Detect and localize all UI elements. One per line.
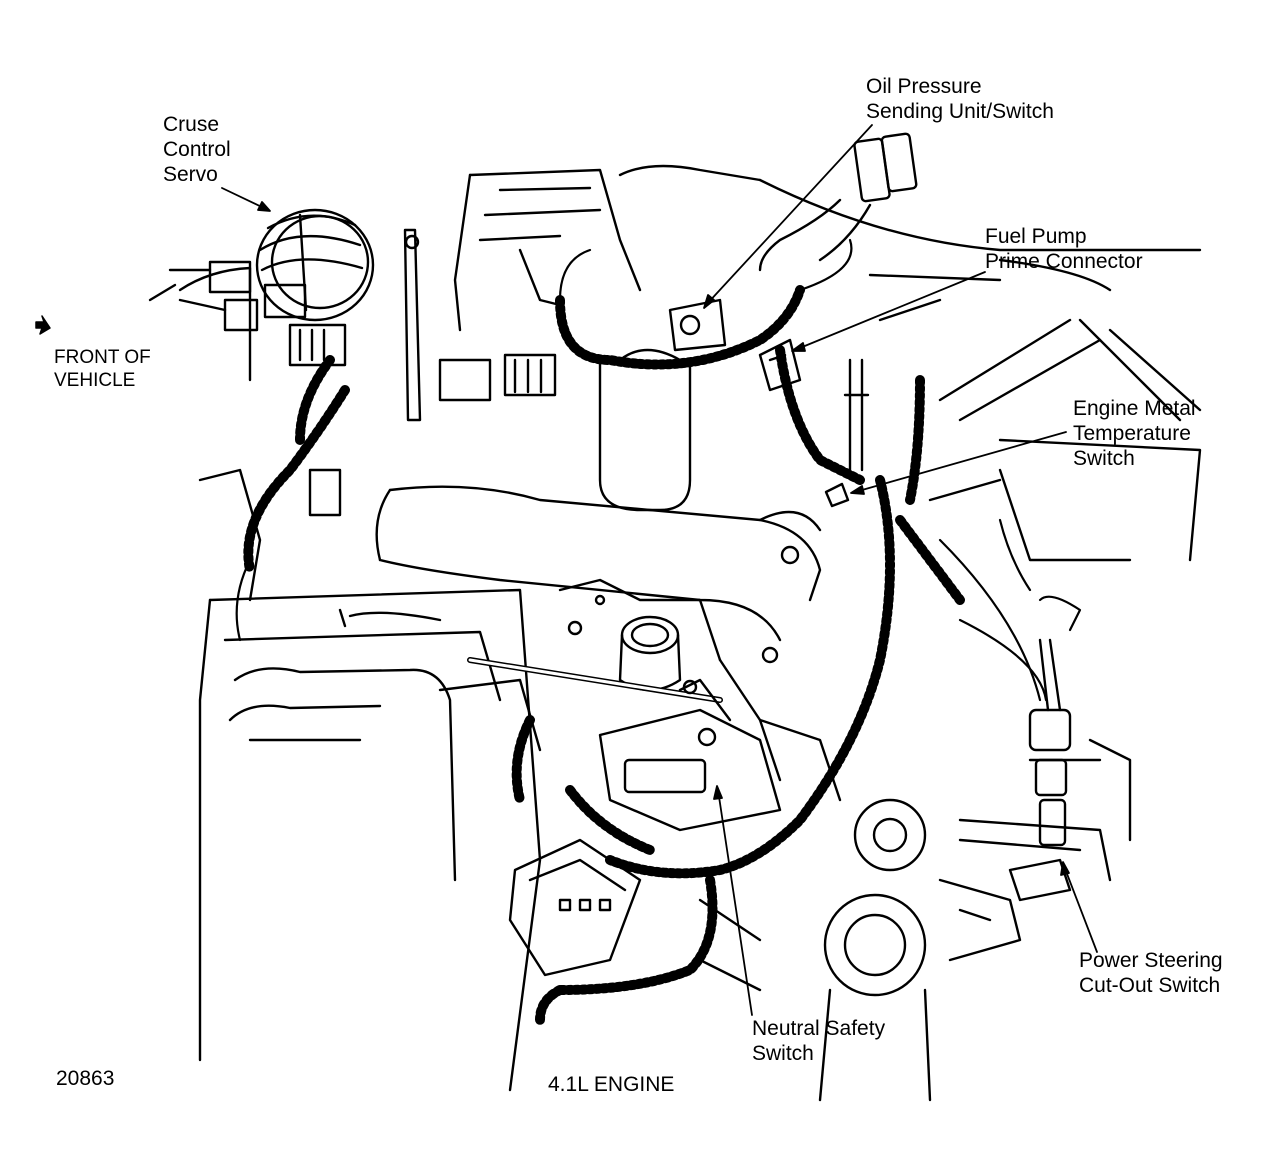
- front-of-vehicle-label: FRONT OF VEHICLE: [54, 347, 151, 391]
- cruise-control-servo-label: Cruse Control Servo: [163, 113, 231, 186]
- cruise-control-servo: [168, 208, 422, 422]
- leader-lines: [221, 124, 1098, 1016]
- wiring-harness: [243, 285, 965, 1025]
- engine-block: [148, 164, 1202, 1092]
- figure-number: 20863: [56, 1067, 115, 1090]
- fuel-pump-connector: [758, 338, 802, 392]
- fuel-pump-prime-label: Fuel Pump Prime Connector: [985, 225, 1143, 273]
- engine-temp-switch: [824, 358, 870, 508]
- neutral-safety-switch-label: Neutral Safety Switch: [752, 1017, 886, 1065]
- engine-metal-temp-label: Engine Metal Temperature Switch: [1073, 397, 1196, 470]
- thin-wires: [235, 238, 1082, 702]
- oil-pressure-label: Oil Pressure Sending Unit/Switch: [866, 75, 1054, 123]
- diagram-caption: 4.1L ENGINE: [548, 1073, 675, 1096]
- connectors: [308, 353, 642, 977]
- neutral-safety-switch: [598, 678, 782, 832]
- front-arrow-icon: [35, 315, 51, 335]
- power-steering-switch: [818, 638, 1072, 1102]
- oil-pressure-connector: [668, 132, 918, 352]
- power-steering-label: Power Steering Cut-Out Switch: [1079, 949, 1223, 997]
